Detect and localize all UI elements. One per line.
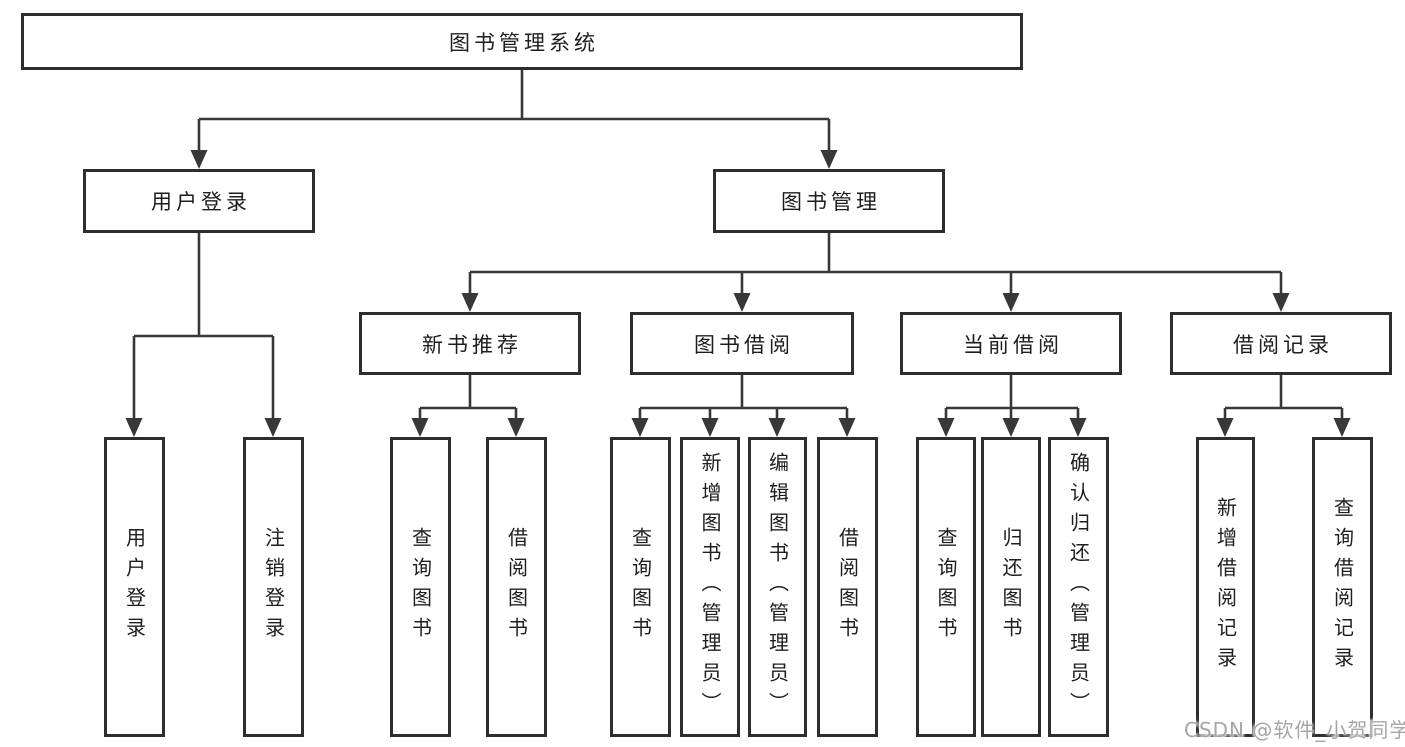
leaf-edit-books-admin: 编辑图书（管理员） <box>748 437 807 737</box>
node-label: 新书推荐 <box>422 332 522 357</box>
leaf-recommend-query-books: 查询图书 <box>390 437 451 737</box>
node-label: 注销登录 <box>261 527 286 647</box>
node-current-borrow: 当前借阅 <box>900 312 1122 375</box>
leaf-borrow-books: 借阅图书 <box>817 437 878 737</box>
leaf-add-borrow-record: 新增借阅记录 <box>1196 437 1255 737</box>
node-label: 确认归还（管理员） <box>1066 452 1091 722</box>
node-library-system: 图书管理系统 <box>21 13 1023 70</box>
node-label: 归还图书 <box>999 527 1023 647</box>
leaf-query-borrow-record: 查询借阅记录 <box>1312 437 1373 737</box>
node-label: 查询借阅记录 <box>1330 497 1355 677</box>
node-borrow-records: 借阅记录 <box>1170 312 1392 375</box>
node-label: 图书管理系统 <box>449 30 599 55</box>
node-book-borrow: 图书借阅 <box>630 312 854 375</box>
csdn-watermark: CSDN @软件_小贺同学 <box>1184 718 1405 742</box>
node-label: 当前借阅 <box>963 332 1063 357</box>
node-label: 图书借阅 <box>694 332 794 357</box>
arrowheads <box>125 150 1351 437</box>
node-label: 编辑图书（管理员） <box>765 452 790 722</box>
node-label: 查询图书 <box>934 527 958 647</box>
node-label: 查询图书 <box>408 527 433 647</box>
leaf-user-login: 用户登录 <box>104 437 165 737</box>
node-label: 新增借阅记录 <box>1213 497 1238 677</box>
leaf-logout: 注销登录 <box>243 437 304 737</box>
node-label: 借阅图书 <box>504 527 529 647</box>
node-book-management-branch: 图书管理 <box>713 169 945 233</box>
node-user-login-branch: 用户登录 <box>83 169 315 233</box>
leaf-recommend-borrow-books: 借阅图书 <box>486 437 547 737</box>
leaf-current-query-books: 查询图书 <box>916 437 976 737</box>
node-label: 图书管理 <box>781 190 881 214</box>
node-new-book-recommend: 新书推荐 <box>359 312 581 375</box>
leaf-confirm-return-admin: 确认归还（管理员） <box>1048 437 1109 737</box>
node-label: 用户登录 <box>122 527 147 647</box>
node-label: 查询图书 <box>628 527 653 647</box>
node-label: 借阅图书 <box>835 527 860 647</box>
node-label: 新增图书（管理员） <box>698 452 722 722</box>
leaf-add-books-admin: 新增图书（管理员） <box>680 437 740 737</box>
leaf-borrow-query-books: 查询图书 <box>610 437 671 737</box>
node-label: 借阅记录 <box>1233 332 1333 357</box>
node-label: 用户登录 <box>151 190 251 214</box>
leaf-return-books: 归还图书 <box>981 437 1041 737</box>
